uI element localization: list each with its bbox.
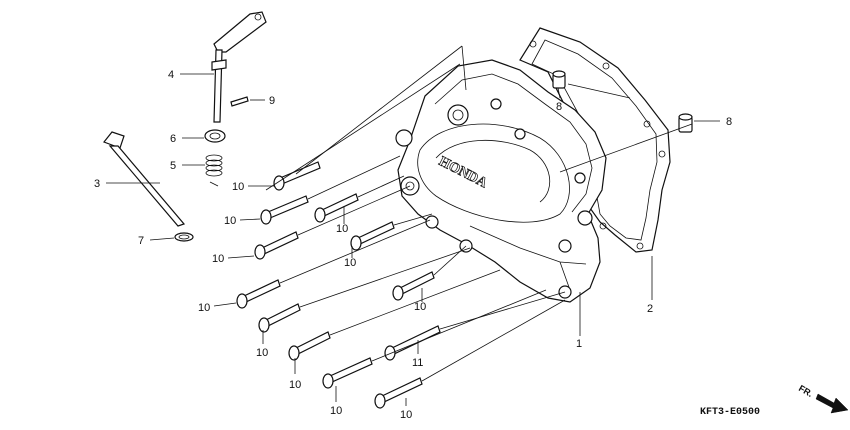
bolt-10-k xyxy=(374,377,423,409)
fr-label: FR. xyxy=(797,383,815,399)
diagram-code: KFT3-E0500 xyxy=(700,407,760,418)
callout-10-c: 10 xyxy=(336,223,348,235)
dowel-pin-8-right xyxy=(678,113,693,133)
front-direction-indicator: FR. xyxy=(797,383,849,414)
bolt-10-b xyxy=(260,195,309,225)
bolt-11 xyxy=(384,325,441,361)
o-ring-7 xyxy=(174,232,194,242)
bolt-10-c xyxy=(314,193,359,223)
callout-9: 9 xyxy=(269,95,275,107)
callout-10-e: 10 xyxy=(344,257,356,269)
callout-10-j: 10 xyxy=(330,405,342,417)
bolt-10-h xyxy=(258,303,301,333)
bolt-10-j xyxy=(322,357,373,389)
leader-lines xyxy=(106,73,720,406)
callout-5: 5 xyxy=(170,160,176,172)
bolt-10-f xyxy=(236,279,281,309)
callout-2: 2 xyxy=(647,303,653,315)
callout-6: 6 xyxy=(170,133,176,145)
callout-8-left: 8 xyxy=(556,101,562,113)
front-arrow-icon xyxy=(815,393,849,414)
callout-10-h: 10 xyxy=(256,347,268,359)
callout-3: 3 xyxy=(94,178,100,190)
callout-11: 11 xyxy=(412,357,423,369)
spring-5 xyxy=(205,154,223,187)
callouts: 1 2 3 4 5 6 7 8 8 9 10 10 10 10 10 10 10… xyxy=(94,69,732,421)
bolt-10-a xyxy=(273,161,321,191)
callout-10-g: 10 xyxy=(414,301,426,313)
callout-8-right: 8 xyxy=(726,116,732,128)
callout-7: 7 xyxy=(138,235,144,247)
callout-10-i: 10 xyxy=(289,379,301,391)
dowel-pin-8-left xyxy=(552,70,566,89)
bolt-10-d xyxy=(254,231,299,260)
bolt-10-e xyxy=(350,221,395,251)
bolt-10-i xyxy=(288,331,331,361)
oil-seal-6 xyxy=(204,129,226,143)
callout-10-d: 10 xyxy=(212,253,224,265)
spring-pin-9 xyxy=(230,96,249,107)
callout-10-f: 10 xyxy=(198,302,210,314)
callout-10-k: 10 xyxy=(400,409,412,421)
bolt-10-g xyxy=(392,271,435,301)
lifter-arm-4 xyxy=(211,11,267,123)
assembly-lines xyxy=(265,45,693,382)
oil-gauge-3 xyxy=(103,131,186,227)
callout-10-b: 10 xyxy=(224,215,236,227)
callout-1: 1 xyxy=(576,338,582,350)
callout-10-a: 10 xyxy=(232,181,244,193)
callout-4: 4 xyxy=(168,69,174,81)
